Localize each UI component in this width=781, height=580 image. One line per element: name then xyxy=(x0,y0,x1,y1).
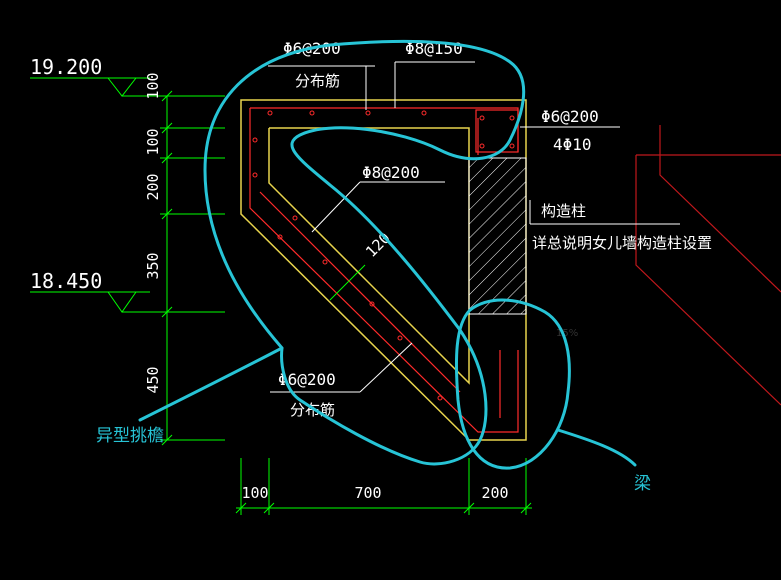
hdim-2: 700 xyxy=(354,484,381,502)
vdim-4: 350 xyxy=(144,252,162,279)
rebar-dots xyxy=(252,110,515,401)
elevation-lower-label: 18.450 xyxy=(30,269,102,293)
thickness-dimension xyxy=(329,264,366,301)
vertical-dimension-chain xyxy=(160,90,225,446)
label-ghost: 15% xyxy=(556,328,578,339)
elevation-mark-top: 19.200 xyxy=(30,55,200,97)
hdim-3: 200 xyxy=(481,484,508,502)
construction-column-hatch xyxy=(468,157,527,315)
annotation-right-label: 梁 xyxy=(634,474,651,494)
label-right-stirrup: Φ6@200 xyxy=(541,107,599,126)
vdim-5: 450 xyxy=(144,366,162,393)
horizontal-dimension-chain xyxy=(235,458,532,515)
label-diagonal-bar: Φ8@200 xyxy=(362,163,420,182)
label-top-left-sub: 分布筋 xyxy=(295,72,340,90)
leader-lines xyxy=(268,61,680,393)
label-right-main: 4Φ10 xyxy=(553,135,592,154)
label-column-note: 详总说明女儿墙构造柱设置 xyxy=(532,234,712,252)
eave-outline xyxy=(240,99,527,441)
hdim-1: 100 xyxy=(241,484,268,502)
annotation-left-label: 异型挑檐 xyxy=(96,426,164,446)
rebar-layout xyxy=(249,107,519,433)
adjacent-structure xyxy=(635,125,781,406)
elevation-top-label: 19.200 xyxy=(30,55,102,79)
label-bottom-bar: Φ6@200 xyxy=(278,370,336,389)
vdim-1: 100 xyxy=(144,72,162,99)
elevation-mark-lower: 18.450 xyxy=(30,269,225,313)
vdim-3: 200 xyxy=(144,173,162,200)
vdim-2: 100 xyxy=(144,128,162,155)
label-column-title: 构造柱 xyxy=(541,202,586,220)
label-thickness: 120 xyxy=(362,229,394,261)
cyan-annotation-strokes xyxy=(138,39,637,470)
